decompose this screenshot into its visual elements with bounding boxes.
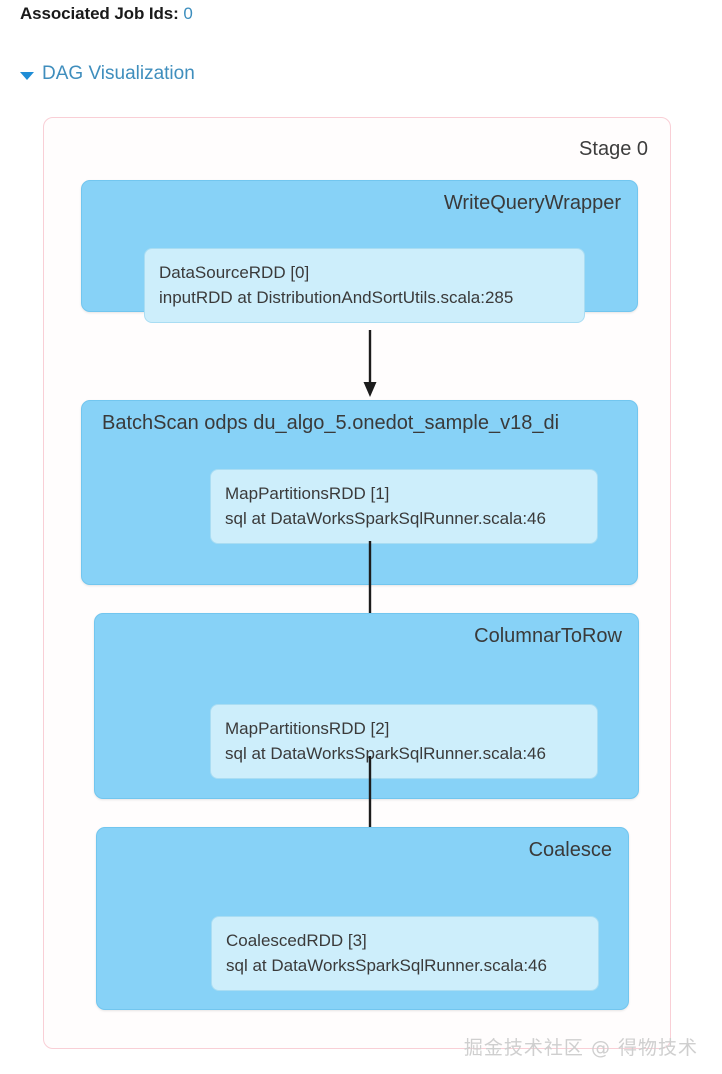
rdd-name: MapPartitionsRDD [1] — [225, 484, 390, 503]
rdd-node-mappartitionsrdd-1[interactable]: MapPartitionsRDD [1] sql at DataWorksSpa… — [210, 469, 598, 545]
rdd-node-datasourcerdd[interactable]: DataSourceRDD [0] inputRDD at Distributi… — [144, 248, 585, 324]
rdd-node-coalescedrdd[interactable]: CoalescedRDD [3] sql at DataWorksSparkSq… — [211, 916, 599, 992]
stage-container: Stage 0 WriteQueryWrapper DataSourceRDD … — [43, 117, 671, 1049]
rdd-callsite: sql at DataWorksSparkSqlRunner.scala:46 — [226, 956, 547, 976]
dag-edge-0 — [362, 330, 378, 398]
watermark: 掘金技术社区 @ 得物技术 — [463, 1037, 698, 1059]
caret-down-icon — [20, 71, 34, 80]
stage-label: Stage 0 — [579, 138, 648, 160]
scope-title: ColumnarToRow — [474, 625, 622, 647]
scope-title: Coalesce — [528, 839, 612, 861]
scope-box-columnar-to-row[interactable]: ColumnarToRow MapPartitionsRDD [2] sql a… — [94, 613, 639, 799]
associated-job-ids-label: Associated Job Ids: — [20, 4, 179, 23]
scope-box-coalesce[interactable]: Coalesce CoalescedRDD [3] sql at DataWor… — [96, 827, 629, 1010]
scope-box-batchscan[interactable]: BatchScan odps du_algo_5.onedot_sample_v… — [81, 400, 638, 585]
rdd-node-mappartitionsrdd-2[interactable]: MapPartitionsRDD [2] sql at DataWorksSpa… — [210, 704, 598, 780]
scope-title: WriteQueryWrapper — [443, 192, 621, 214]
dag-visualization-toggle[interactable]: DAG Visualization — [20, 63, 195, 85]
rdd-name: CoalescedRDD [3] — [226, 931, 367, 950]
associated-job-ids-value[interactable]: 0 — [183, 4, 193, 23]
rdd-callsite: sql at DataWorksSparkSqlRunner.scala:46 — [225, 744, 546, 764]
dag-visualization-label: DAG Visualization — [42, 63, 195, 84]
scope-title: BatchScan odps du_algo_5.onedot_sample_v… — [102, 412, 560, 434]
rdd-name: DataSourceRDD [0] — [159, 263, 310, 282]
rdd-name: MapPartitionsRDD [2] — [225, 719, 390, 738]
rdd-callsite: sql at DataWorksSparkSqlRunner.scala:46 — [225, 509, 546, 529]
associated-job-ids: Associated Job Ids: 0 — [20, 4, 193, 24]
rdd-callsite: inputRDD at DistributionAndSortUtils.sca… — [159, 288, 514, 308]
scope-box-write-query-wrapper[interactable]: WriteQueryWrapper DataSourceRDD [0] inpu… — [81, 180, 638, 324]
